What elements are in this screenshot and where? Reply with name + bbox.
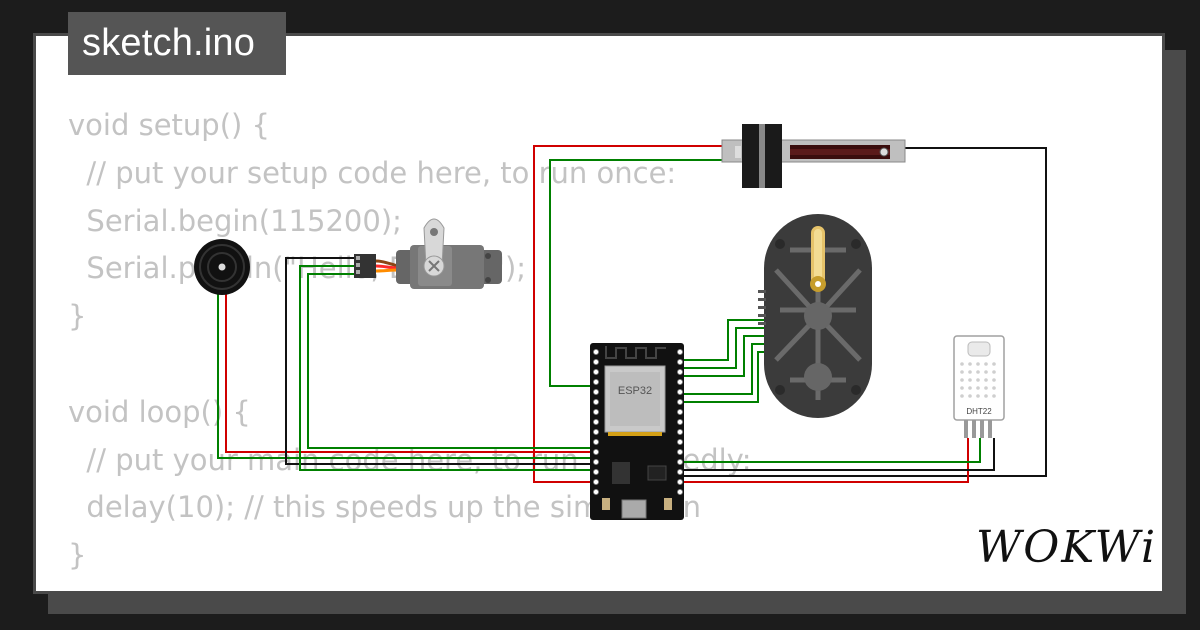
wire-green-pot <box>549 159 722 387</box>
wires <box>217 145 1047 483</box>
esp32-pins-right <box>677 348 684 495</box>
wire-green-m3 <box>680 335 764 377</box>
wokwi-logo: WOKWi <box>976 522 1158 573</box>
wire-green-m2 <box>680 327 764 369</box>
wire-red-pot <box>533 145 722 483</box>
code-line: Serial.begin(115200); <box>68 203 402 238</box>
wire-green-servo-2 <box>307 273 596 449</box>
wire-black-dht <box>680 438 995 471</box>
dht22-sensor[interactable]: DHT22 <box>953 335 1005 438</box>
wire-green-m5 <box>680 351 764 403</box>
buzzer[interactable] <box>194 239 250 295</box>
wire-black-pot <box>680 147 1047 477</box>
wire-green-servo-1 <box>299 265 596 471</box>
slide-potentiometer[interactable] <box>721 124 906 188</box>
dht22-label: DHT22 <box>966 407 992 416</box>
wire-red-buzzer <box>225 292 596 453</box>
wire-green-m1 <box>680 319 764 361</box>
wire-red-dht <box>680 438 969 483</box>
wire-green-dht <box>680 438 981 463</box>
wire-green-buzzer <box>217 292 596 459</box>
wire-black-servo <box>285 257 596 465</box>
code-line: // put your setup code here, to run once… <box>68 155 677 190</box>
esp32-board[interactable]: ESP32 <box>590 343 684 520</box>
file-tab[interactable]: sketch.ino <box>68 12 286 75</box>
code-line: void loop() { <box>68 394 251 429</box>
code-line: } <box>68 299 87 334</box>
code-line: void setup() { <box>68 108 270 142</box>
code-line: } <box>68 538 87 573</box>
esp32-pins-left <box>593 348 600 495</box>
wire-green-m4 <box>680 343 764 395</box>
servo-motor[interactable] <box>354 218 502 289</box>
code-editor[interactable]: void setup() { // put your setup code he… <box>68 102 752 580</box>
stepper-motor[interactable] <box>758 214 872 418</box>
esp32-label: ESP32 <box>618 385 652 397</box>
